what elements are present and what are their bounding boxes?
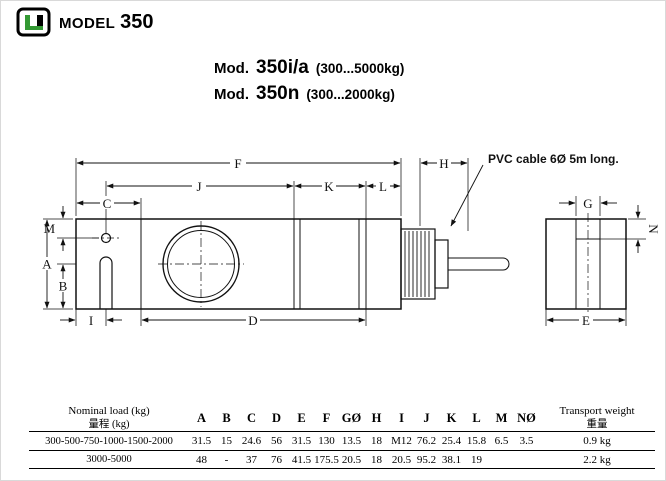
col-header: F: [314, 405, 339, 432]
nominal-load-header: Nominal load (kg) 量程 (kg): [29, 405, 189, 432]
table-cell: 15: [214, 431, 239, 451]
dim-H: H: [439, 156, 448, 171]
col-header: J: [414, 405, 439, 432]
dim-B: B: [59, 279, 68, 294]
col-header: C: [239, 405, 264, 432]
table-cell: 3.5: [514, 431, 539, 451]
transport-weight-header: Transport weight 重量: [539, 405, 655, 432]
dim-D: D: [248, 313, 257, 328]
col-header: GØ: [339, 405, 364, 432]
model-range: (300...5000kg): [315, 61, 405, 76]
table-cell: 38.1: [439, 450, 464, 469]
model-line: Mod. 350n (300...2000kg): [214, 83, 404, 109]
dim-C: C: [103, 196, 112, 211]
load-cell-end-view: [545, 213, 627, 315]
model-name: 350i/a: [256, 57, 309, 78]
dimensions-table: Nominal load (kg) 量程 (kg) A B C D E F GØ…: [29, 405, 655, 469]
table-cell: 37: [239, 450, 264, 469]
brand: MODEL 350: [16, 7, 154, 37]
col-header: L: [464, 405, 489, 432]
model-line: Mod. 350i/a (300...5000kg): [214, 57, 404, 83]
table-cell: 31.5: [289, 431, 314, 451]
col-header: M: [489, 405, 514, 432]
technical-drawing: PVC cable 6Ø 5m long.: [40, 152, 661, 328]
table-cell: 15.8: [464, 431, 489, 451]
page-title: MODEL 350: [59, 11, 154, 34]
table-cell: 24.6: [239, 431, 264, 451]
dim-J: J: [196, 179, 201, 194]
col-header: B: [214, 405, 239, 432]
cable-gland: [400, 228, 510, 300]
table-cell: 76: [264, 450, 289, 469]
table-cell: 41.5: [289, 450, 314, 469]
dim-K: K: [324, 179, 334, 194]
dim-A: A: [42, 257, 52, 272]
dimension-label-backgrounds: [40, 156, 593, 326]
nominal-load-label-zh: 量程 (kg): [88, 419, 130, 430]
load-range-cell: 3000-5000: [29, 450, 189, 469]
table-cell: 175.5: [314, 450, 339, 469]
table-cell: [514, 450, 539, 469]
col-header: I: [389, 405, 414, 432]
mounting-slot: [99, 256, 113, 309]
col-header: NØ: [514, 405, 539, 432]
cable-note-text: PVC cable 6Ø 5m long.: [488, 152, 619, 166]
weight-cell: 2.2 kg: [539, 450, 655, 469]
model-prefix: Mod.: [214, 60, 249, 77]
extension-lines: [43, 158, 646, 326]
table-cell: 20.5: [389, 450, 414, 469]
dimension-labels: F H J K L C A M B I D E G N: [42, 156, 661, 328]
dim-G: G: [583, 196, 592, 211]
table-cell: 19: [464, 450, 489, 469]
nominal-load-label: Nominal load (kg): [68, 405, 150, 417]
table-cell: 130: [314, 431, 339, 451]
table-cell: 56: [264, 431, 289, 451]
table-cell: 18: [364, 431, 389, 451]
dim-F: F: [234, 156, 241, 171]
table-cell: 31.5: [189, 431, 214, 451]
utilcell-logo-icon: [16, 7, 51, 37]
col-header: A: [189, 405, 214, 432]
weight-cell: 0.9 kg: [539, 431, 655, 451]
dim-N: N: [646, 224, 661, 234]
transport-weight-label: Transport weight: [559, 405, 635, 417]
table-cell: M12: [389, 431, 414, 451]
dim-E: E: [582, 313, 590, 328]
cable-note: PVC cable 6Ø 5m long.: [450, 152, 619, 227]
load-cell-side-view: [75, 218, 402, 310]
table-cell: 25.4: [439, 431, 464, 451]
model-name: 350n: [256, 83, 300, 104]
col-header: H: [364, 405, 389, 432]
table-cell: 18: [364, 450, 389, 469]
table-cell: 95.2: [414, 450, 439, 469]
dimension-lines: [44, 160, 641, 323]
model-range: (300...2000kg): [306, 87, 395, 102]
dim-I: I: [89, 313, 93, 328]
table-cell: [489, 450, 514, 469]
model-prefix: Mod.: [214, 86, 249, 103]
dim-L: L: [379, 179, 387, 194]
table-cell: 48: [189, 450, 214, 469]
model-variants: Mod. 350i/a (300...5000kg) Mod. 350n (30…: [214, 57, 404, 109]
model-label: MODEL: [59, 14, 116, 32]
dim-M: M: [43, 221, 55, 236]
table-row: 300-500-750-1000-1500-2000 31.5 15 24.6 …: [29, 431, 655, 451]
col-header: E: [289, 405, 314, 432]
model-number: 350: [120, 10, 154, 33]
load-range-cell: 300-500-750-1000-1500-2000: [29, 431, 189, 451]
table-row: 3000-5000 48 - 37 76 41.5 175.5 20.5 18 …: [29, 450, 655, 469]
table-cell: -: [214, 450, 239, 469]
col-header: K: [439, 405, 464, 432]
table-cell: 20.5: [339, 450, 364, 469]
table-cell: 13.5: [339, 431, 364, 451]
table-cell: 6.5: [489, 431, 514, 451]
transport-weight-label-zh: 重量: [586, 419, 608, 430]
table-header-row: Nominal load (kg) 量程 (kg) A B C D E F GØ…: [29, 405, 655, 432]
col-header: D: [264, 405, 289, 432]
table-cell: 76.2: [414, 431, 439, 451]
